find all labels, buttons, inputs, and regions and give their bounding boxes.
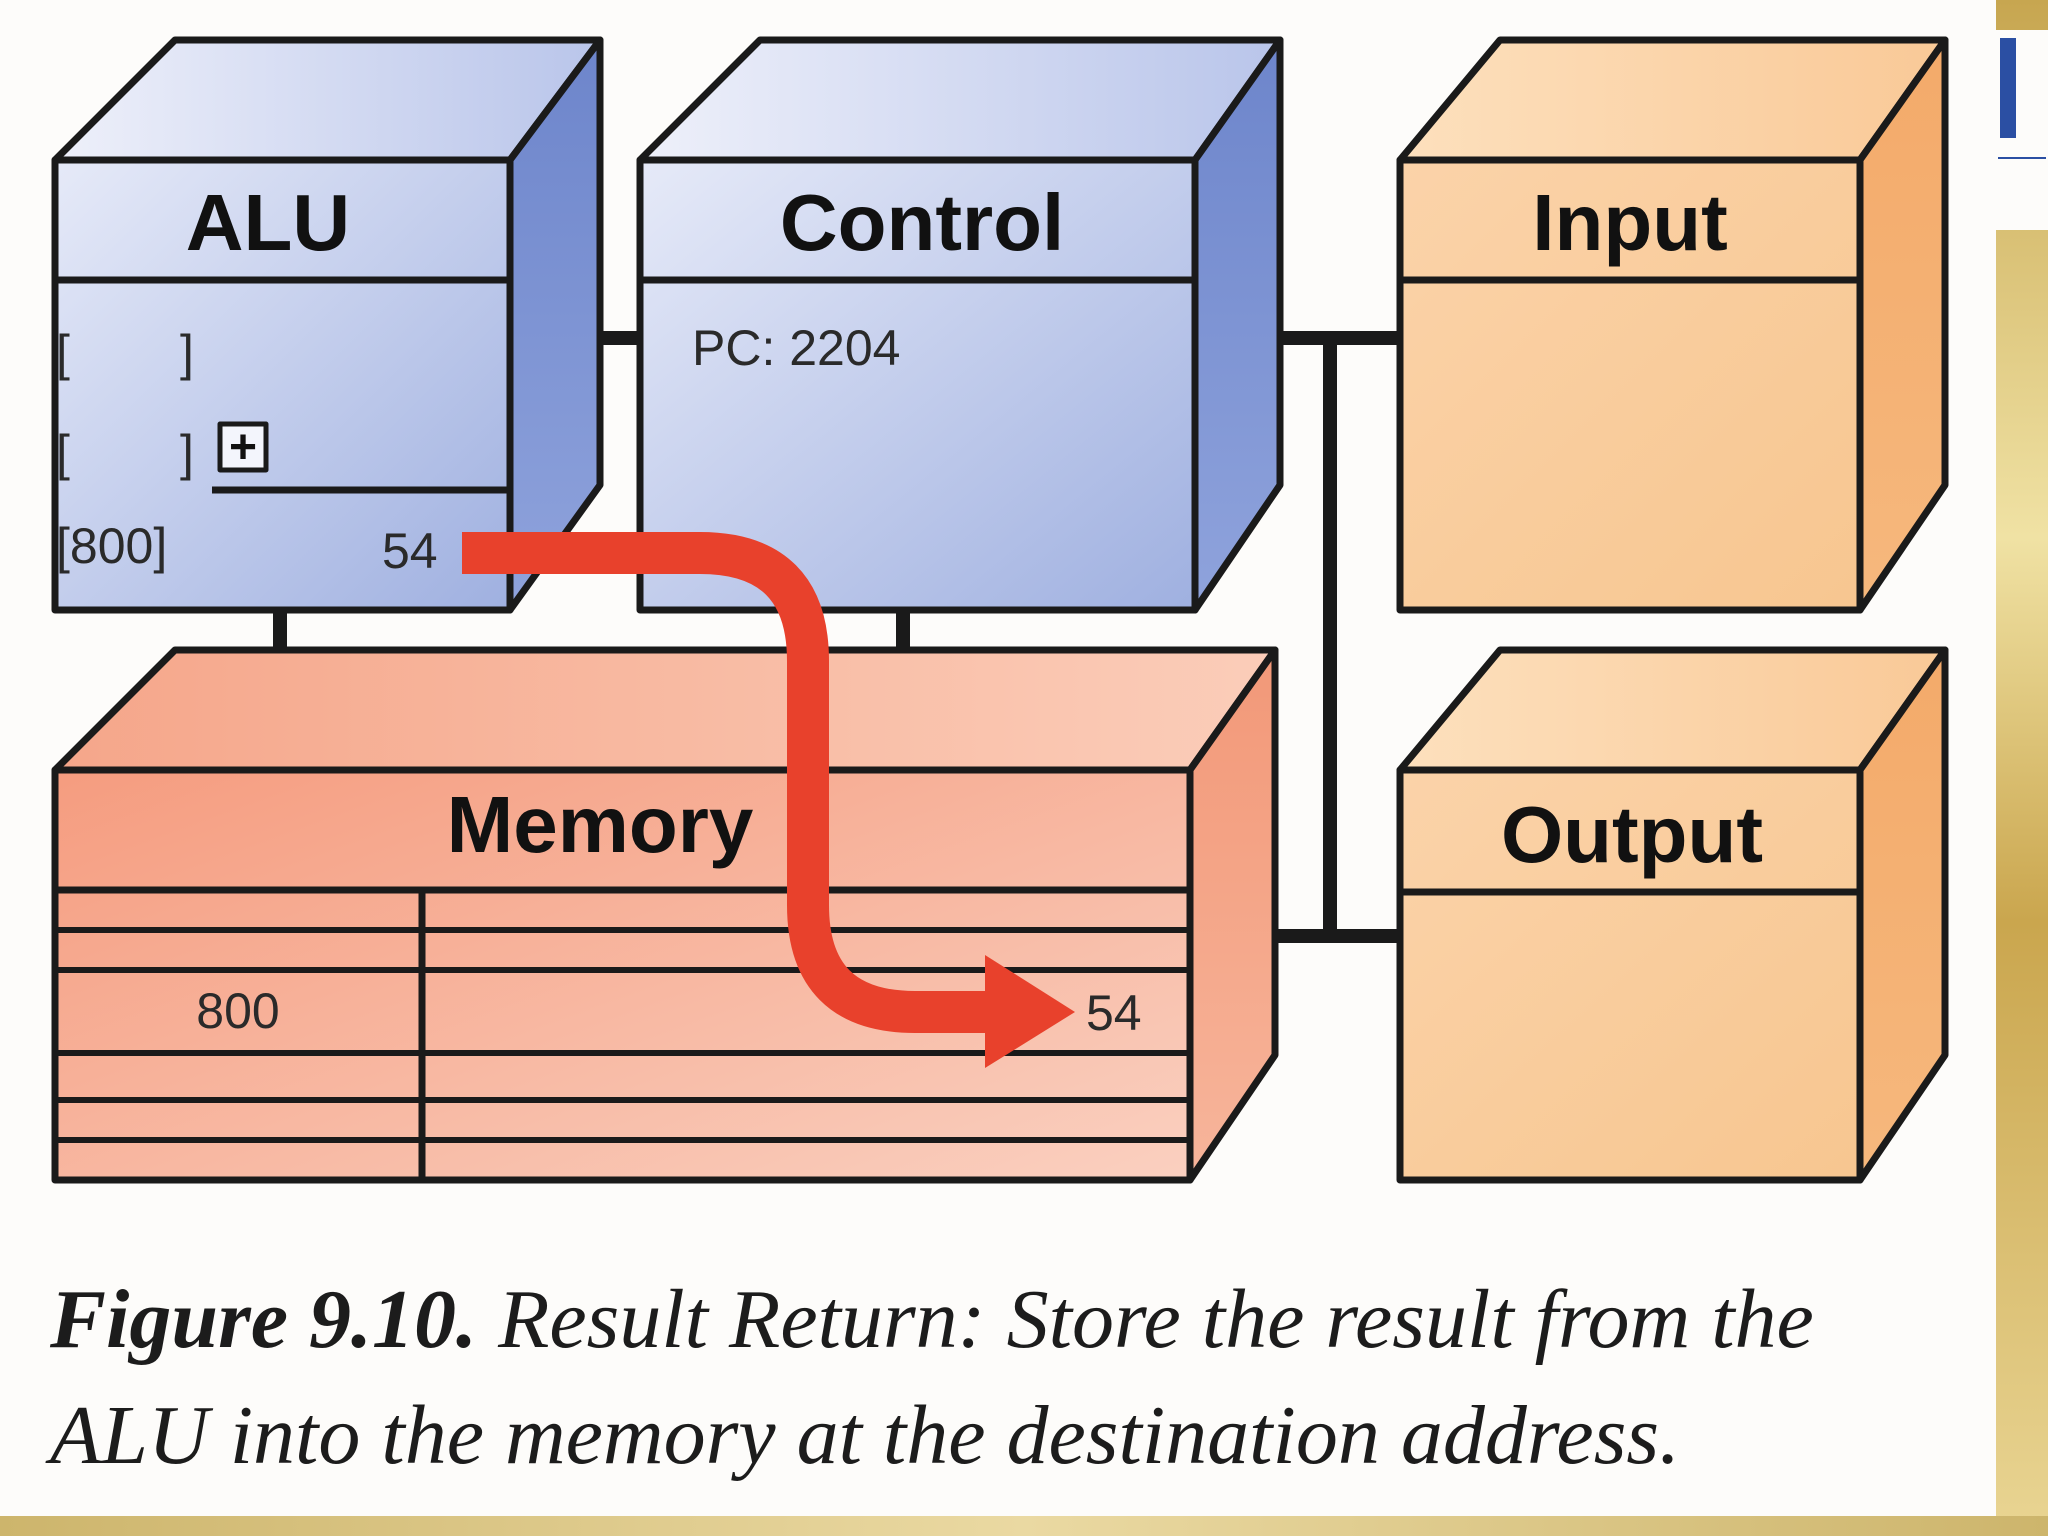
arrow-head bbox=[985, 955, 1075, 1068]
control-program-counter: PC: 2204 bbox=[692, 320, 900, 376]
memory-title: Memory bbox=[447, 780, 754, 869]
input-box-front bbox=[1396, 156, 1864, 614]
alu-reg2-open: [ bbox=[56, 425, 70, 481]
output-box-front bbox=[1396, 766, 1864, 1184]
output-box bbox=[1396, 646, 1949, 1184]
control-box bbox=[636, 36, 1284, 614]
alu-reg1-close: ] bbox=[180, 325, 194, 381]
memory-address-cell: 800 bbox=[196, 983, 279, 1039]
alu-reg2-close: ] bbox=[180, 425, 194, 481]
memory-value-cell: 54 bbox=[1086, 985, 1142, 1041]
memory-box-top bbox=[51, 646, 1279, 774]
alu-box bbox=[51, 36, 604, 614]
alu-result-address: [800] bbox=[56, 518, 167, 574]
output-box-top bbox=[1396, 646, 1949, 774]
figure-caption-text: Result Return: Store the result from the… bbox=[50, 1273, 1814, 1482]
alu-box-front bbox=[51, 156, 514, 614]
cropped-logo bbox=[1996, 30, 2048, 230]
input-box-top bbox=[1396, 36, 1949, 164]
computer-architecture-diagram: ALU [ ] [ ] + [800] 54 Control PC: 2204 bbox=[51, 36, 1949, 1184]
control-box-top bbox=[636, 36, 1284, 164]
logo-mark bbox=[2000, 38, 2016, 138]
figure-caption: Figure 9.10. Result Return: Store the re… bbox=[50, 1262, 1950, 1494]
input-title: Input bbox=[1532, 178, 1727, 267]
figure-panel: ALU [ ] [ ] + [800] 54 Control PC: 2204 bbox=[50, 36, 1950, 1494]
alu-operator-box bbox=[217, 421, 269, 473]
arrow-shaft bbox=[462, 532, 990, 1033]
slide-side-border bbox=[1996, 0, 2048, 1536]
input-box bbox=[1396, 36, 1949, 614]
memory-box bbox=[51, 646, 1279, 1184]
figure-label: Figure 9.10. bbox=[50, 1273, 478, 1366]
alu-title: ALU bbox=[186, 178, 350, 267]
slide-bottom-border bbox=[0, 1516, 2048, 1536]
alu-operator: + bbox=[229, 421, 257, 474]
output-title: Output bbox=[1501, 790, 1763, 879]
result-transfer-arrow bbox=[462, 532, 1075, 1068]
alu-reg1-open: [ bbox=[56, 325, 70, 381]
control-title: Control bbox=[780, 178, 1064, 267]
alu-box-top bbox=[51, 36, 604, 164]
alu-result-value: 54 bbox=[382, 523, 438, 579]
